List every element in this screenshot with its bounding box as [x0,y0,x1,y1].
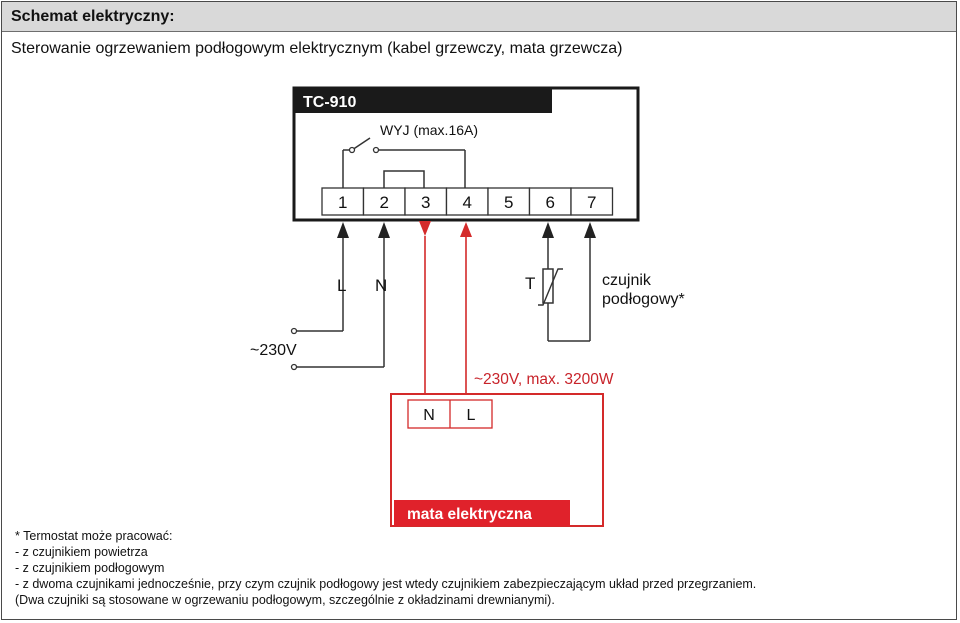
floor-sensor: T czujnik podłogowy* [525,222,685,342]
diagram-subtitle: Sterowanie ogrzewaniem podłogowym elektr… [11,40,623,57]
section-header: Schemat elektryczny: [2,2,956,32]
terminal-number: 5 [504,193,513,212]
line-supply-terminal [290,327,298,335]
supply-voltage-label: ~230V [250,342,297,359]
controller-model: TC-910 [303,94,356,111]
thermistor-body [542,268,554,304]
terminal-number: 1 [338,193,347,212]
mat-name: mata elektryczna [407,506,532,523]
load-line-arrow [460,222,472,237]
terminal-cell [321,187,365,216]
terminal-number: 3 [421,193,430,212]
note-line: (Dwa czujniki są stosowane w ogrzewaniu … [15,593,555,607]
relay-contact [372,146,380,154]
mat-terminal-l: L [467,407,476,424]
load-supply-label: ~230V, max. 3200W [474,371,614,388]
terminal-cell [445,187,489,216]
note-line: * Termostat może pracować: [15,529,173,543]
neutral-label: N [375,276,387,295]
line-label: L [337,276,346,295]
notes-block: * Termostat może pracować: - z czujnikie… [15,528,756,608]
section-title: Schemat elektryczny: [11,8,175,25]
mat-name-bar [394,500,570,526]
terminal-number: 2 [380,193,389,212]
thermistor-slash [538,268,563,306]
terminal-cell [570,187,614,216]
load-neutral-arrow [419,221,431,236]
sensor-arrow-6 [542,222,554,238]
jumper-2-3 [383,170,425,188]
sensor-label-line2: podłogowy* [602,291,685,308]
terminal-cell [487,187,531,216]
supply-wiring: L N ~230V [250,222,390,371]
relay-pivot [348,146,356,154]
neutral-supply-terminal [290,363,298,371]
terminal-number: 4 [463,193,472,212]
terminal-block: 1 2 3 4 5 6 7 [321,187,614,216]
line-arrow [337,222,349,238]
sensor-arrow-7 [584,222,596,238]
neutral-arrow [378,222,390,238]
relay-contact-arm [351,137,371,151]
controller-title-bar [294,88,552,113]
note-line: - z czujnikiem podłogowym [15,561,165,575]
terminal-number: 7 [587,193,596,212]
mat-terminal-n: N [423,407,435,424]
note-line: - z czujnikiem powietrza [15,545,148,559]
relay-label: WYJ (max.16A) [380,122,478,138]
sensor-label-line1: czujnik [602,272,652,289]
controller-unit: TC-910 WYJ (max.16A) 1 2 3 4 5 6 7 [292,86,640,222]
load-wiring: ~230V, max. 3200W [419,221,614,400]
terminal-number: 6 [546,193,555,212]
note-line: - z dwoma czujnikami jednocześnie, przy … [15,577,757,591]
heating-mat: N L mata elektryczna [390,393,604,527]
thermistor-symbol-label: T [525,274,535,293]
terminal-cell [404,187,448,216]
